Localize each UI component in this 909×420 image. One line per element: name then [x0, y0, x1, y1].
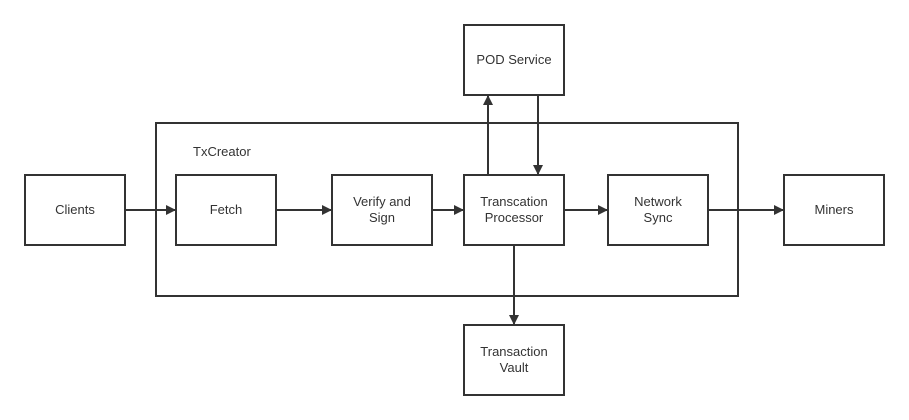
txcreator-group: TxCreator: [155, 122, 739, 297]
txcreator-group-label: TxCreator: [193, 144, 251, 159]
node-pod-service: POD Service: [463, 24, 565, 96]
node-verify-and-sign: Verify and Sign: [331, 174, 433, 246]
node-clients: Clients: [24, 174, 126, 246]
node-transcation-processor: Transcation Processor: [463, 174, 565, 246]
node-transaction-vault: Transaction Vault: [463, 324, 565, 396]
node-miners: Miners: [783, 174, 885, 246]
node-network-sync: Network Sync: [607, 174, 709, 246]
node-fetch: Fetch: [175, 174, 277, 246]
